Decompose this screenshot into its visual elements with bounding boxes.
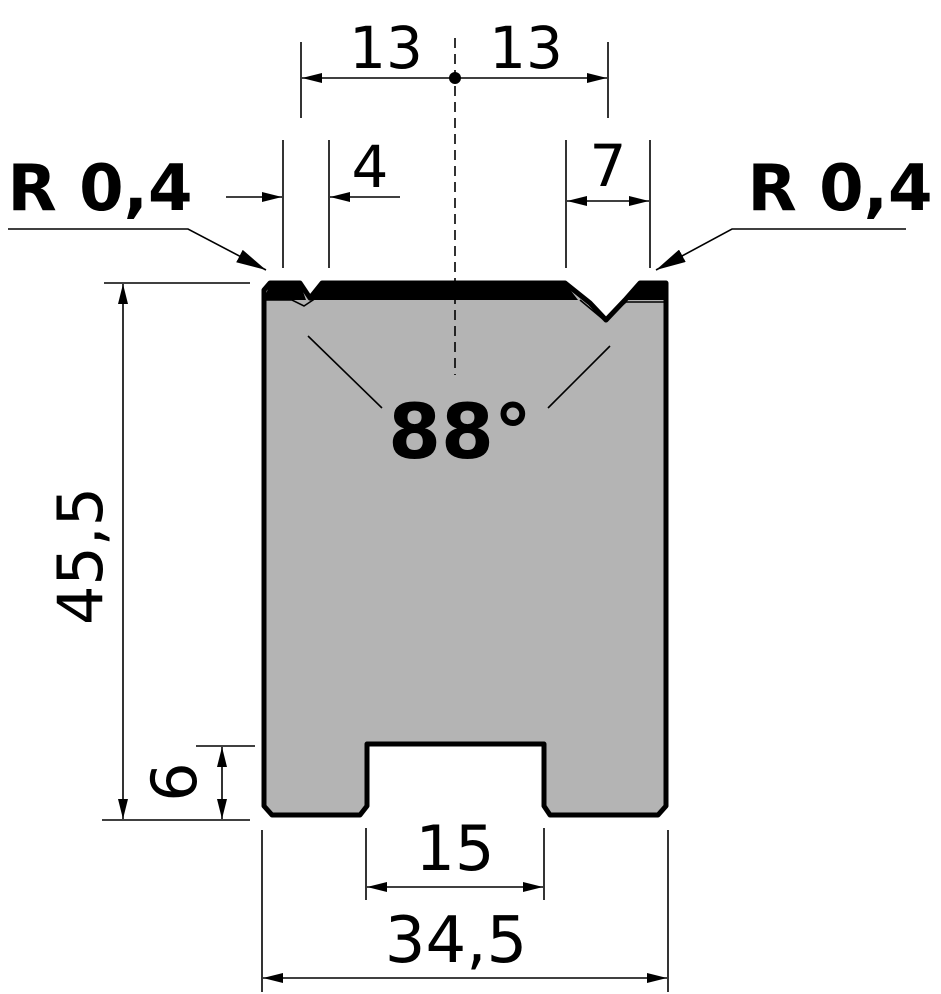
- dim-45-5: 45,5: [44, 487, 117, 625]
- radius-callout-left: R 0,4: [8, 152, 267, 271]
- dim-13-left: 13: [349, 14, 423, 82]
- dimension-slot-depth: 6: [138, 745, 255, 819]
- radius-callout-right: R 0,4: [655, 152, 933, 271]
- dim-4: 4: [352, 133, 389, 201]
- die-body: [261, 280, 669, 818]
- die-top-edge: [264, 283, 666, 300]
- dimension-groove-left: 4: [226, 133, 400, 268]
- radius-label-left: R 0,4: [8, 152, 193, 226]
- dimension-height: 45,5: [44, 282, 250, 821]
- angle-annotation: 88°: [307, 335, 611, 476]
- dim-15: 15: [416, 812, 495, 885]
- dim-13-right: 13: [489, 14, 563, 82]
- dimension-total-width: 34,5: [261, 830, 669, 992]
- dim-7: 7: [590, 132, 627, 200]
- dimension-slot-width: 15: [365, 812, 545, 900]
- groove-left-detail: [265, 297, 317, 307]
- groove-right-detail: [579, 299, 664, 322]
- angle-label: 88°: [388, 387, 532, 476]
- dim-34-5: 34,5: [385, 904, 528, 978]
- dimension-groove-right: 7: [565, 132, 651, 268]
- die-body-shape: [261, 280, 669, 818]
- dimension-half-widths: 13 13: [300, 14, 609, 118]
- radius-label-right: R 0,4: [748, 152, 933, 226]
- dim-6: 6: [138, 762, 211, 801]
